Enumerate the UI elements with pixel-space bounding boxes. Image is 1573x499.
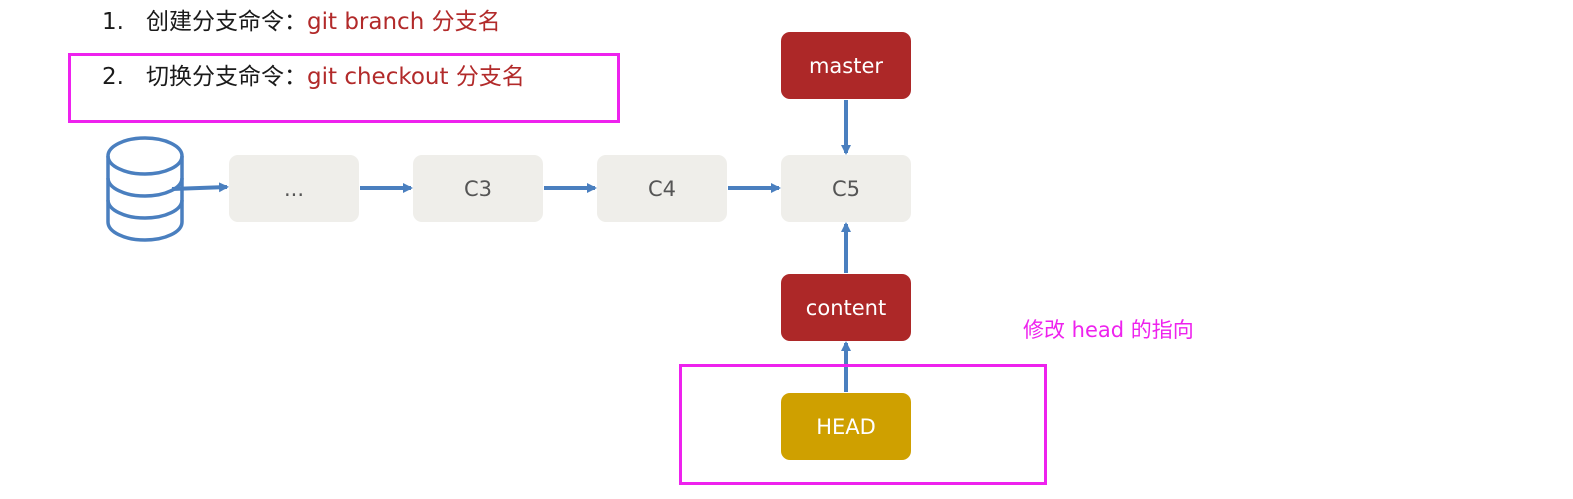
head-change-note: 修改 head 的指向 <box>1023 318 1194 342</box>
head-pointer: HEAD <box>781 393 911 460</box>
checkout-highlight-box <box>68 53 620 123</box>
step-2-number: 2. <box>102 64 124 90</box>
commit-node-c4: C4 <box>597 155 727 222</box>
step-1-number: 1. <box>102 9 124 35</box>
step-2: 2. 切换分支命令：git checkout 分支名 <box>102 62 525 92</box>
commit-node-ellipsis: ... <box>229 155 359 222</box>
branch-ref-master: master <box>781 32 911 99</box>
step-1-label: 创建分支命令： <box>146 9 307 35</box>
arrow-db-to-dots <box>171 182 229 193</box>
branch-ref-content: content <box>781 274 911 341</box>
step-2-label: 切换分支命令： <box>146 64 307 90</box>
head-highlight-box <box>679 364 1047 485</box>
step-1-command: git branch 分支名 <box>307 9 501 35</box>
database-icon <box>106 136 184 242</box>
commit-node-c3: C3 <box>413 155 543 222</box>
step-1: 1. 创建分支命令：git branch 分支名 <box>102 7 501 37</box>
step-2-command: git checkout 分支名 <box>307 64 525 90</box>
commit-node-c5: C5 <box>781 155 911 222</box>
